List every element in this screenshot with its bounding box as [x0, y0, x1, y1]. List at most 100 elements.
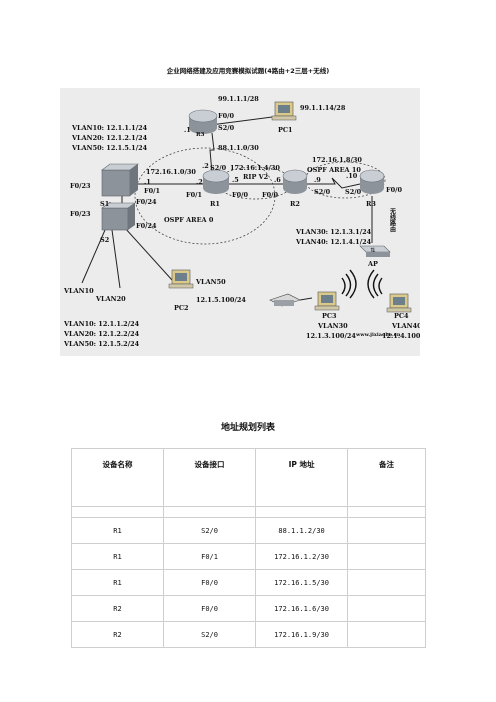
cell-device: R1 — [70, 517, 165, 544]
link-r3-r1-serial — [209, 132, 215, 174]
router-r2-icon — [282, 169, 308, 194]
table-title: 地址规划列表 — [220, 423, 275, 433]
table-row: R1 F0/0 172.16.1.5/30 — [70, 569, 426, 596]
label-s1-r1-net: 172.16.1.0/30 — [146, 168, 196, 176]
links — [81, 115, 373, 301]
cell-note — [347, 621, 426, 648]
ospf-area-10-boundary — [304, 161, 386, 199]
cell-ip: 172.16.1.6/30 — [255, 595, 349, 622]
label-r2-s20: S2/0 — [314, 188, 331, 196]
label-s1-dot1: .1 — [144, 178, 151, 186]
router-r1-icon — [202, 169, 230, 194]
label-ospf-area-0: OSPF AREA 0 — [164, 216, 214, 224]
cell-interface: S2/0 — [163, 517, 257, 544]
pc4-icon — [386, 293, 412, 313]
svg-text:⇅: ⇅ — [370, 247, 375, 254]
address-plan-table: 设备名称 设备接口 IP 地址 备注 R1 S2/0 88.1.1.2/30 R… — [70, 448, 426, 648]
label-r3-s20-right: S2/0 — [345, 188, 362, 196]
label-s1-vlan20: VLAN20: 12.1.2.1/24 — [71, 134, 148, 142]
label-s2-vlan20: VLAN20: 12.1.2.2/24 — [63, 330, 140, 338]
label-r1-r2-net: 172.16.1.4/30 — [230, 164, 280, 172]
link-printer-pc3 — [299, 297, 313, 301]
label-vlan20: VLAN20 — [95, 295, 126, 303]
label-r3-dot1: .1 — [184, 126, 191, 134]
cell-interface: F0/0 — [163, 569, 257, 596]
label-s1-name: S1 — [100, 200, 109, 208]
label-s2-f024: F0/24 — [136, 222, 157, 230]
link-s2-vlan10 — [81, 229, 106, 284]
pc2-icon — [168, 269, 194, 289]
label-r1-dot5: .5 — [232, 176, 239, 184]
cell-note — [347, 595, 426, 622]
col-header-device: 设备名称 — [70, 448, 165, 507]
label-pc1-ip: 99.1.1.14/28 — [300, 104, 346, 112]
cell-interface: F0/0 — [163, 595, 257, 622]
watermark: www.jixiaobo.cn — [355, 332, 401, 338]
table-header-row: 设备名称 设备接口 IP 地址 备注 — [70, 448, 426, 507]
label-pc2-ip: 12.1.5.100/24 — [196, 296, 246, 304]
pc3-icon — [314, 291, 340, 311]
switch-s2-icon — [101, 202, 136, 231]
link-s2-pc2 — [124, 227, 173, 281]
network-topology-diagram: ⇅ 99.1.1.1/28 99.1.1.14/28 F0/ — [60, 88, 420, 356]
label-rip: RIP V2 — [243, 173, 268, 181]
label-s2-f023: F0/23 — [70, 210, 91, 218]
label-s2-vlan10: VLAN10: 12.1.1.2/24 — [63, 320, 140, 328]
label-vlan40-ip: VLAN40: 12.1.4.1/24 — [295, 238, 372, 246]
cell-interface: S2/0 — [163, 621, 257, 648]
label-r3-f00: F0/0 — [218, 112, 235, 120]
label-r1-dot2-serial: .2 — [202, 162, 209, 170]
label-r3-dot10: .10 — [346, 172, 358, 180]
router-r3-right-icon — [359, 169, 385, 194]
label-wireless-router: 无线路由 — [389, 208, 397, 233]
label-r1-name: R1 — [210, 200, 220, 208]
cell-note — [347, 543, 426, 570]
label-r3-f00-right: F0/0 — [386, 186, 403, 194]
label-ap: AP — [367, 260, 378, 268]
cell-device: R2 — [70, 621, 165, 648]
link-r2-r3-serial — [305, 177, 361, 189]
link-s2-vlan20 — [111, 229, 121, 289]
label-s2-name: S2 — [100, 236, 109, 244]
label-r3-r1-link: 88.1.1.0/30 — [218, 144, 259, 152]
label-s1-f024: F0/24 — [136, 198, 157, 206]
label-vlan50: VLAN50 — [195, 278, 226, 286]
label-r2-f00: F0/0 — [262, 191, 279, 199]
label-vlan10: VLAN10 — [63, 287, 94, 295]
label-vlan30-ip: VLAN30: 12.1.3.1/24 — [295, 228, 372, 236]
label-pc2-name: PC2 — [174, 304, 189, 312]
wireless-signal-icon — [341, 269, 383, 299]
pc1-icon — [271, 101, 297, 121]
label-pc3-ip: 12.1.3.100/24 — [306, 332, 356, 340]
cell-ip: 172.16.1.9/30 — [255, 621, 349, 648]
label-pc3-name: PC3 — [322, 312, 337, 320]
label-r1-dot2: .2 — [196, 178, 203, 186]
label-s1-f01: F0/1 — [144, 187, 160, 195]
label-pc4-ip: 12.1.4.100/24 — [382, 332, 420, 340]
label-r3-name: R3 — [196, 132, 205, 138]
table-spacer-row — [70, 506, 426, 518]
cell-device: R2 — [70, 595, 165, 622]
label-pc3-vlan: VLAN30 — [317, 322, 348, 330]
col-header-interface: 设备接口 — [163, 448, 257, 507]
col-header-note: 备注 — [347, 448, 426, 507]
cell-ip: 88.1.1.2/30 — [255, 517, 349, 544]
cell-device: R1 — [70, 543, 165, 570]
label-r3-net: 99.1.1.1/28 — [218, 95, 259, 103]
label-r3-s20: S2/0 — [218, 124, 235, 132]
printer-icon — [269, 293, 301, 307]
label-pc4-name: PC4 — [394, 312, 409, 320]
cell-ip: 172.16.1.5/30 — [255, 569, 349, 596]
cell-note — [347, 569, 426, 596]
access-point-icon: ⇅ — [359, 245, 391, 257]
table-row: R2 S2/0 172.16.1.9/30 — [70, 621, 426, 648]
label-r1-f00: F0/0 — [232, 191, 249, 199]
label-r1-f01: F0/1 — [186, 191, 202, 199]
cell-note — [347, 517, 426, 544]
cell-device: R1 — [70, 569, 165, 596]
label-r3-name-right: R3 — [366, 200, 376, 208]
label-r2-r3-net: 172.16.1.8/30 — [312, 156, 362, 164]
cell-ip: 172.16.1.2/30 — [255, 543, 349, 570]
col-header-ip: IP 地址 — [255, 448, 349, 507]
label-s1-vlan50: VLAN50: 12.1.5.1/24 — [71, 144, 148, 152]
